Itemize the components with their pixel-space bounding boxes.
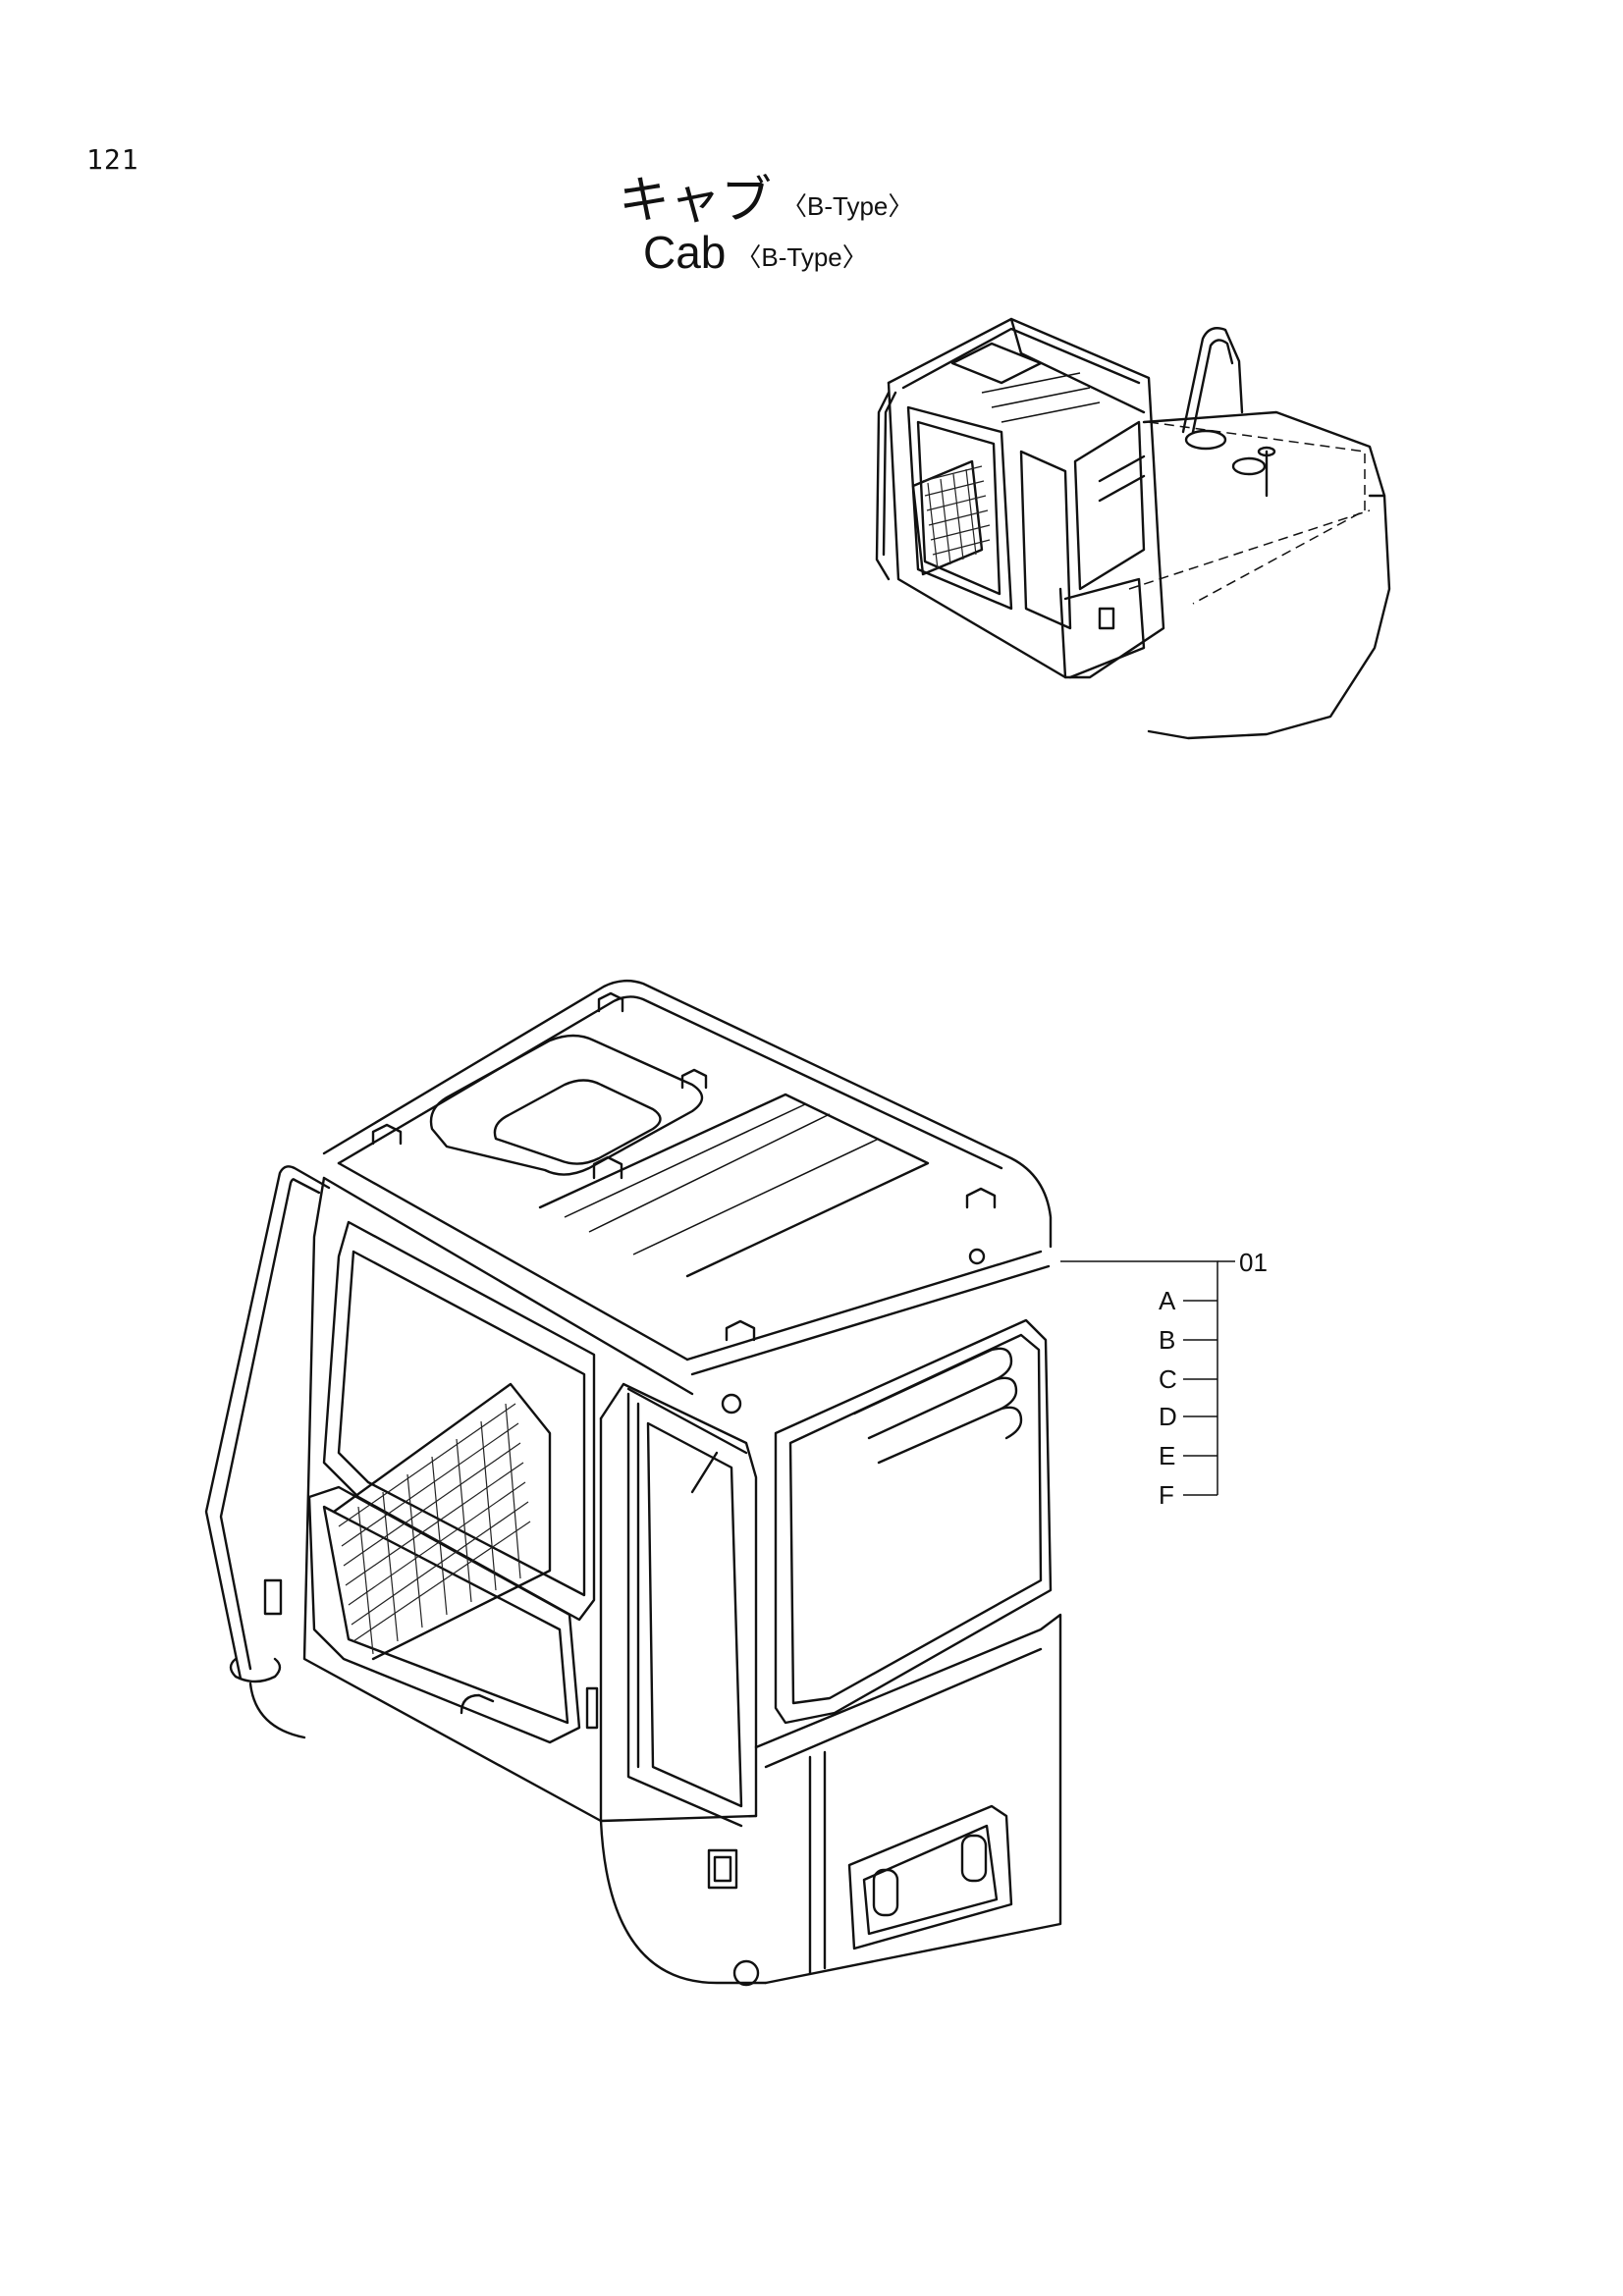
callout-tree: 01 A B C D E F bbox=[1060, 1248, 1268, 1510]
title-english: Cab 〈B-Type〉 bbox=[643, 226, 868, 279]
title-english-text: Cab bbox=[643, 227, 727, 278]
title-japanese-text: キャブ bbox=[619, 172, 773, 231]
title-japanese: キャブ〈B-Type〉 bbox=[619, 159, 913, 233]
callout-letter-d: D bbox=[1159, 1402, 1177, 1431]
callout-part-number: 01 bbox=[1239, 1248, 1268, 1277]
page-number: 121 bbox=[86, 143, 139, 176]
overview-machine-drawing bbox=[875, 317, 1391, 740]
callout-letter-a: A bbox=[1159, 1286, 1176, 1315]
type-tag-jp: 〈B-Type〉 bbox=[782, 190, 914, 221]
callout-letter-b: B bbox=[1159, 1325, 1175, 1355]
callout-letter-f: F bbox=[1159, 1480, 1174, 1510]
cab-main-drawing bbox=[204, 979, 1062, 1987]
callout-letter-e: E bbox=[1159, 1441, 1175, 1470]
type-tag-en: 〈B-Type〉 bbox=[735, 242, 868, 273]
callout-letter-c: C bbox=[1159, 1364, 1177, 1394]
